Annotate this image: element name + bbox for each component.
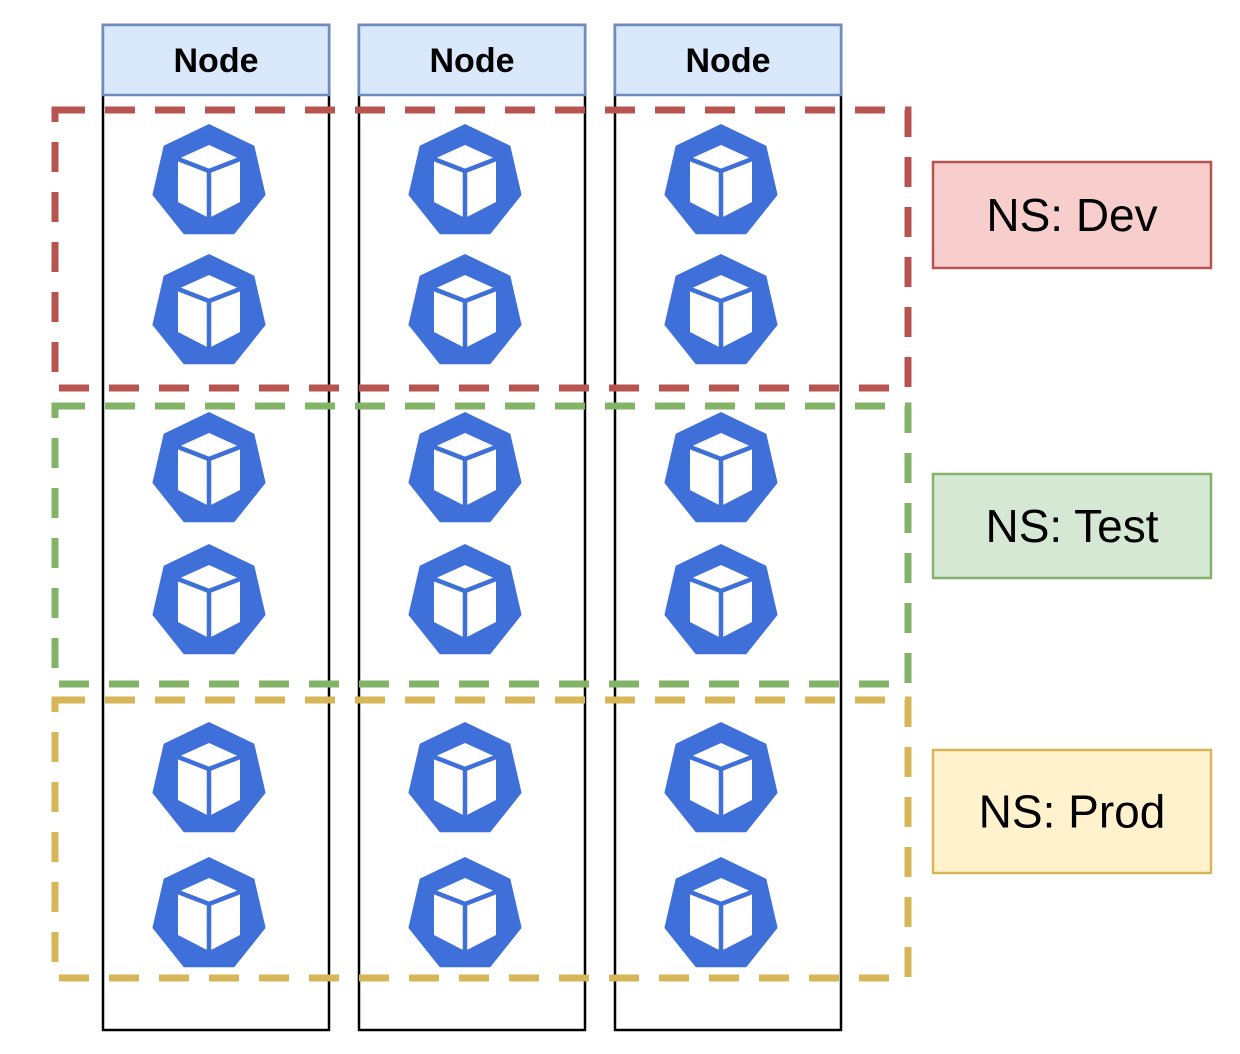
namespace-label-box: NS: Test	[931, 472, 1213, 580]
kubernetes-pod-cube-icon	[408, 544, 521, 654]
kubernetes-pod-cube-icon	[664, 124, 777, 234]
kubernetes-pod-cube-icon	[152, 124, 265, 234]
namespace-label-background	[931, 472, 1213, 580]
kubernetes-pod-cube-icon	[152, 254, 265, 364]
kubernetes-pod-cube-icon	[408, 722, 521, 832]
node-column: Node	[101, 23, 331, 1032]
node-label: Node	[174, 42, 259, 80]
kubernetes-pod-cube-icon	[408, 254, 521, 364]
namespace-label-box: NS: Prod	[931, 748, 1213, 875]
kubernetes-pod-cube-icon	[664, 544, 777, 654]
kubernetes-pod-cube-icon	[408, 124, 521, 234]
kubernetes-pod-cube-icon	[664, 412, 777, 522]
namespace-label: NS: Dev	[986, 189, 1157, 241]
kubernetes-pod-cube-icon	[152, 722, 265, 832]
kubernetes-pod-cube-icon	[664, 722, 777, 832]
node-header	[613, 23, 843, 97]
kubernetes-pod-cube-icon	[664, 254, 777, 364]
namespace-label: NS: Prod	[979, 786, 1166, 838]
namespace-label-background	[931, 748, 1213, 875]
node-header	[357, 23, 587, 97]
node-label: Node	[430, 42, 515, 80]
node-label: Node	[686, 42, 771, 80]
kubernetes-pod-cube-icon	[152, 544, 265, 654]
namespace-boundary	[51, 696, 912, 982]
namespace-label-box: NS: Dev	[931, 160, 1213, 270]
kubernetes-pod-cube-icon	[408, 412, 521, 522]
node-column: Node	[613, 23, 843, 1032]
namespace-boundary	[51, 106, 912, 392]
node-header	[101, 23, 331, 97]
kubernetes-pod-cube-icon	[152, 857, 265, 967]
kubernetes-pod-cube-icon	[664, 857, 777, 967]
kubernetes-pod-cube-icon	[408, 857, 521, 967]
kubernetes-pod-cube-icon	[152, 412, 265, 522]
namespace-label: NS: Test	[986, 500, 1159, 552]
namespace-boundary	[51, 402, 912, 688]
namespace-label-background	[931, 160, 1213, 270]
node-column: Node	[357, 23, 587, 1032]
